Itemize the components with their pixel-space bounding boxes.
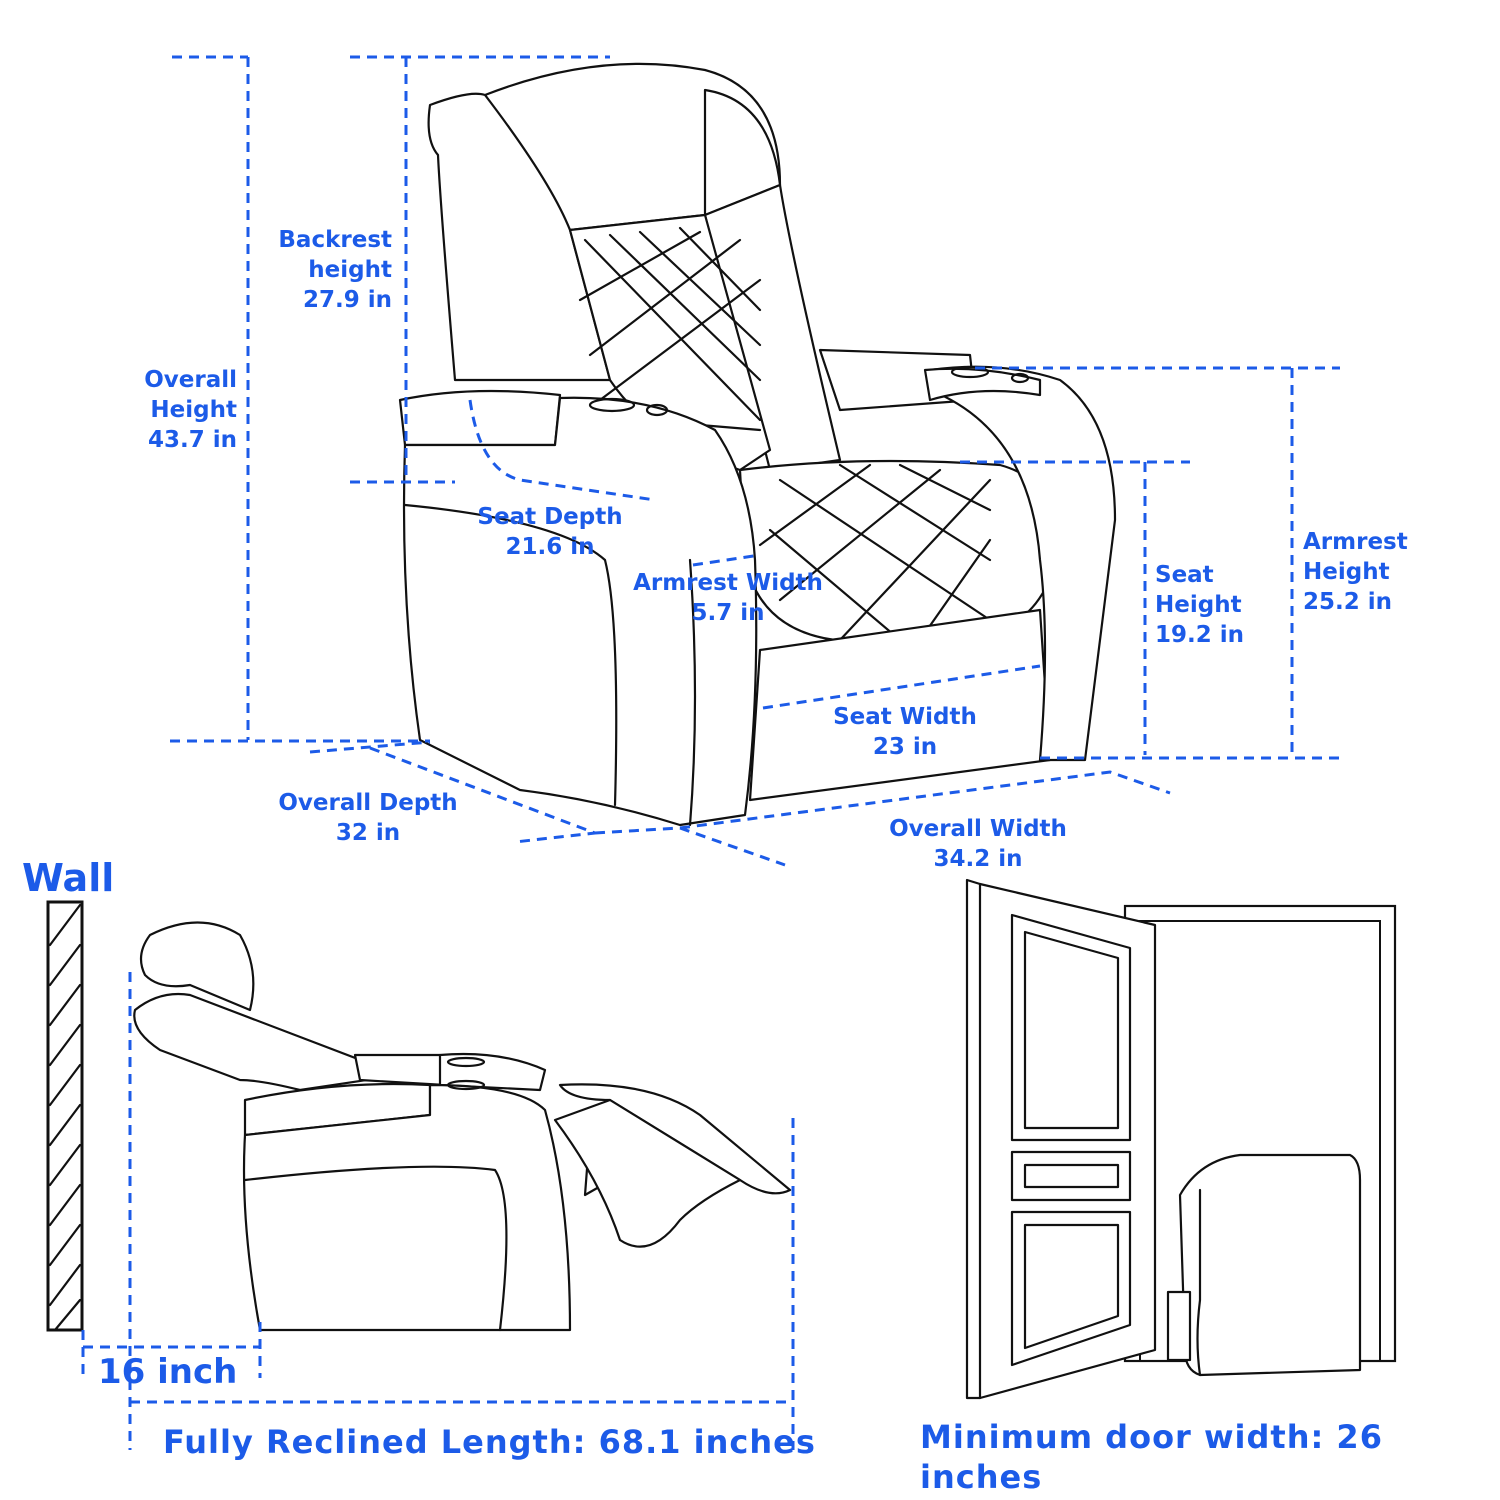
seat-width-label: Seat Width 23 in xyxy=(820,702,990,762)
value-text: 23 in xyxy=(872,734,938,760)
value-text: 5.7 in xyxy=(691,600,765,626)
chair-front-view xyxy=(398,62,1117,827)
reclined-dimension-lines xyxy=(81,972,795,1450)
wall-graphic xyxy=(46,900,84,1332)
value-text: 43.7 in xyxy=(147,427,237,453)
door-width-caption: Minimum door width: 26 inches xyxy=(920,1418,1383,1496)
value-text: 19.2 in xyxy=(1155,622,1245,648)
armrest-width-label: Armrest Width 5.7 in xyxy=(628,568,828,628)
value-text: 27.9 in xyxy=(302,287,392,313)
seat-depth-label: Seat Depth 21.6 in xyxy=(460,502,640,562)
value-text: 34.2 in xyxy=(933,846,1023,872)
label-text: Seat Width xyxy=(833,704,977,730)
label-text: Seat Depth xyxy=(477,504,623,530)
chair-reclined-view xyxy=(133,921,792,1332)
label-text: Overall Height xyxy=(144,367,237,423)
value-text: 32 in xyxy=(335,820,401,846)
label-text: Armrest Height xyxy=(1303,529,1408,585)
label-text: Backrest height xyxy=(278,227,392,283)
label-text: Overall Depth xyxy=(278,790,458,816)
label-text: Armrest Width xyxy=(633,570,823,596)
front-dimension-lines xyxy=(170,55,1340,867)
label-text: Overall Width xyxy=(889,816,1067,842)
label-text: Seat Height xyxy=(1155,562,1242,618)
wall-label: Wall xyxy=(22,856,115,900)
backrest-height-label: Backrest height 27.9 in xyxy=(250,225,392,315)
value-text: 21.6 in xyxy=(505,534,595,560)
overall-depth-label: Overall Depth 32 in xyxy=(270,788,466,848)
overall-width-label: Overall Width 34.2 in xyxy=(880,814,1076,874)
door-graphic xyxy=(965,878,1397,1400)
overall-height-label: Overall Height 43.7 in xyxy=(110,365,237,455)
armrest-height-label: Armrest Height 25.2 in xyxy=(1303,527,1443,617)
value-text: 25.2 in xyxy=(1303,589,1393,615)
wall-clearance-label: 16 inch xyxy=(98,1352,238,1392)
seat-height-label: Seat Height 19.2 in xyxy=(1155,560,1285,650)
reclined-length-caption: Fully Reclined Length: 68.1 inches xyxy=(163,1423,816,1461)
